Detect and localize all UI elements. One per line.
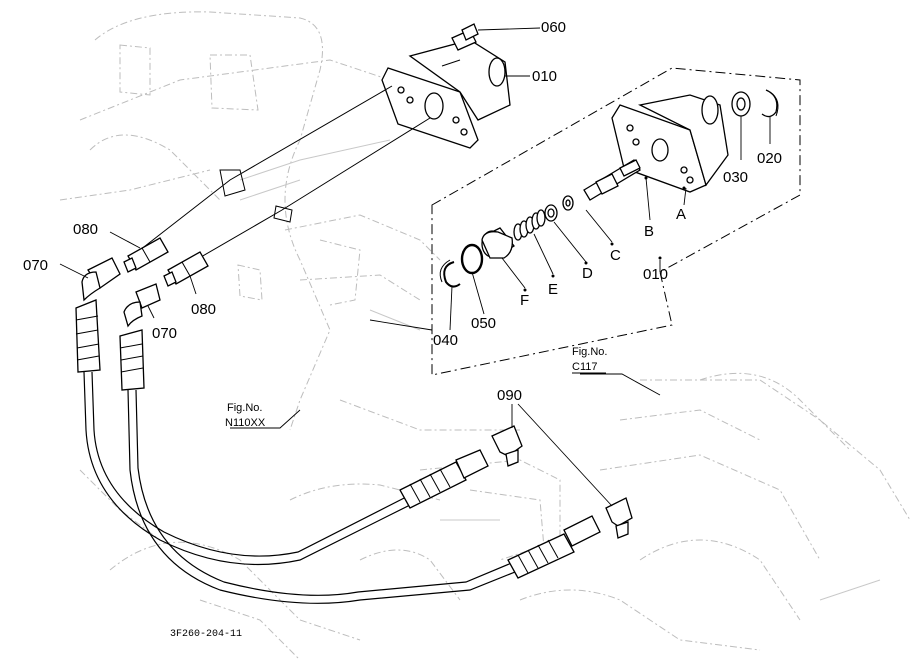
washer-030 xyxy=(731,91,751,117)
label-C: C xyxy=(610,247,621,264)
fig-ref-right-value: C117 xyxy=(572,361,597,373)
hose-070-left xyxy=(75,257,121,373)
snap-ring-040 xyxy=(439,259,461,288)
elbow-090-upper xyxy=(491,425,523,467)
fitting-060 xyxy=(451,23,479,51)
fig-ref-left-value: N110XX xyxy=(225,417,266,429)
fig-ref-right-label: Fig.No. xyxy=(572,346,607,358)
label-030: 030 xyxy=(723,169,748,186)
callout-labels: 060 010 020 030 A B C D E F 010 050 040 … xyxy=(23,19,782,404)
label-080-upper: 080 xyxy=(73,221,98,238)
label-A: A xyxy=(676,206,686,223)
figure-references: Fig.No. C117 Fig.No. N110XX xyxy=(225,346,607,429)
adapter-080-upper xyxy=(123,237,169,273)
label-B: B xyxy=(644,223,654,240)
label-020: 020 xyxy=(757,150,782,167)
spring-E xyxy=(513,209,546,241)
part-leaders xyxy=(369,176,687,331)
label-080-lower: 080 xyxy=(191,301,216,318)
hose-end-upper xyxy=(399,449,489,509)
valve-body-A xyxy=(611,94,729,193)
ring-D xyxy=(544,204,558,222)
label-060: 060 xyxy=(541,19,566,36)
label-040: 040 xyxy=(433,332,458,349)
piston-F xyxy=(481,227,515,259)
label-090: 090 xyxy=(497,387,522,404)
adapter-080-lower xyxy=(163,251,209,287)
assembly-guide-lines xyxy=(139,85,431,269)
label-D: D xyxy=(582,265,593,282)
label-E: E xyxy=(548,281,558,298)
hose-lines xyxy=(83,371,521,604)
label-F: F xyxy=(520,292,529,309)
fig-ref-left-label: Fig.No. xyxy=(227,402,262,414)
hose-070-right xyxy=(119,283,161,391)
hose-end-lower xyxy=(507,515,601,579)
snap-ring-020 xyxy=(761,89,779,118)
valve-assembly-010 xyxy=(381,39,511,149)
label-070-left: 070 xyxy=(23,257,48,274)
label-050: 050 xyxy=(471,315,496,332)
washer-C xyxy=(562,195,574,211)
elbow-090-lower xyxy=(605,497,633,539)
drawing-code: 3F260-204-11 xyxy=(170,629,242,640)
o-ring-050 xyxy=(460,243,484,275)
label-010-box: 010 xyxy=(643,266,668,283)
label-070-right: 070 xyxy=(152,325,177,342)
background-outline xyxy=(59,11,911,661)
spool-B xyxy=(583,159,641,201)
label-010-top: 010 xyxy=(532,68,557,85)
